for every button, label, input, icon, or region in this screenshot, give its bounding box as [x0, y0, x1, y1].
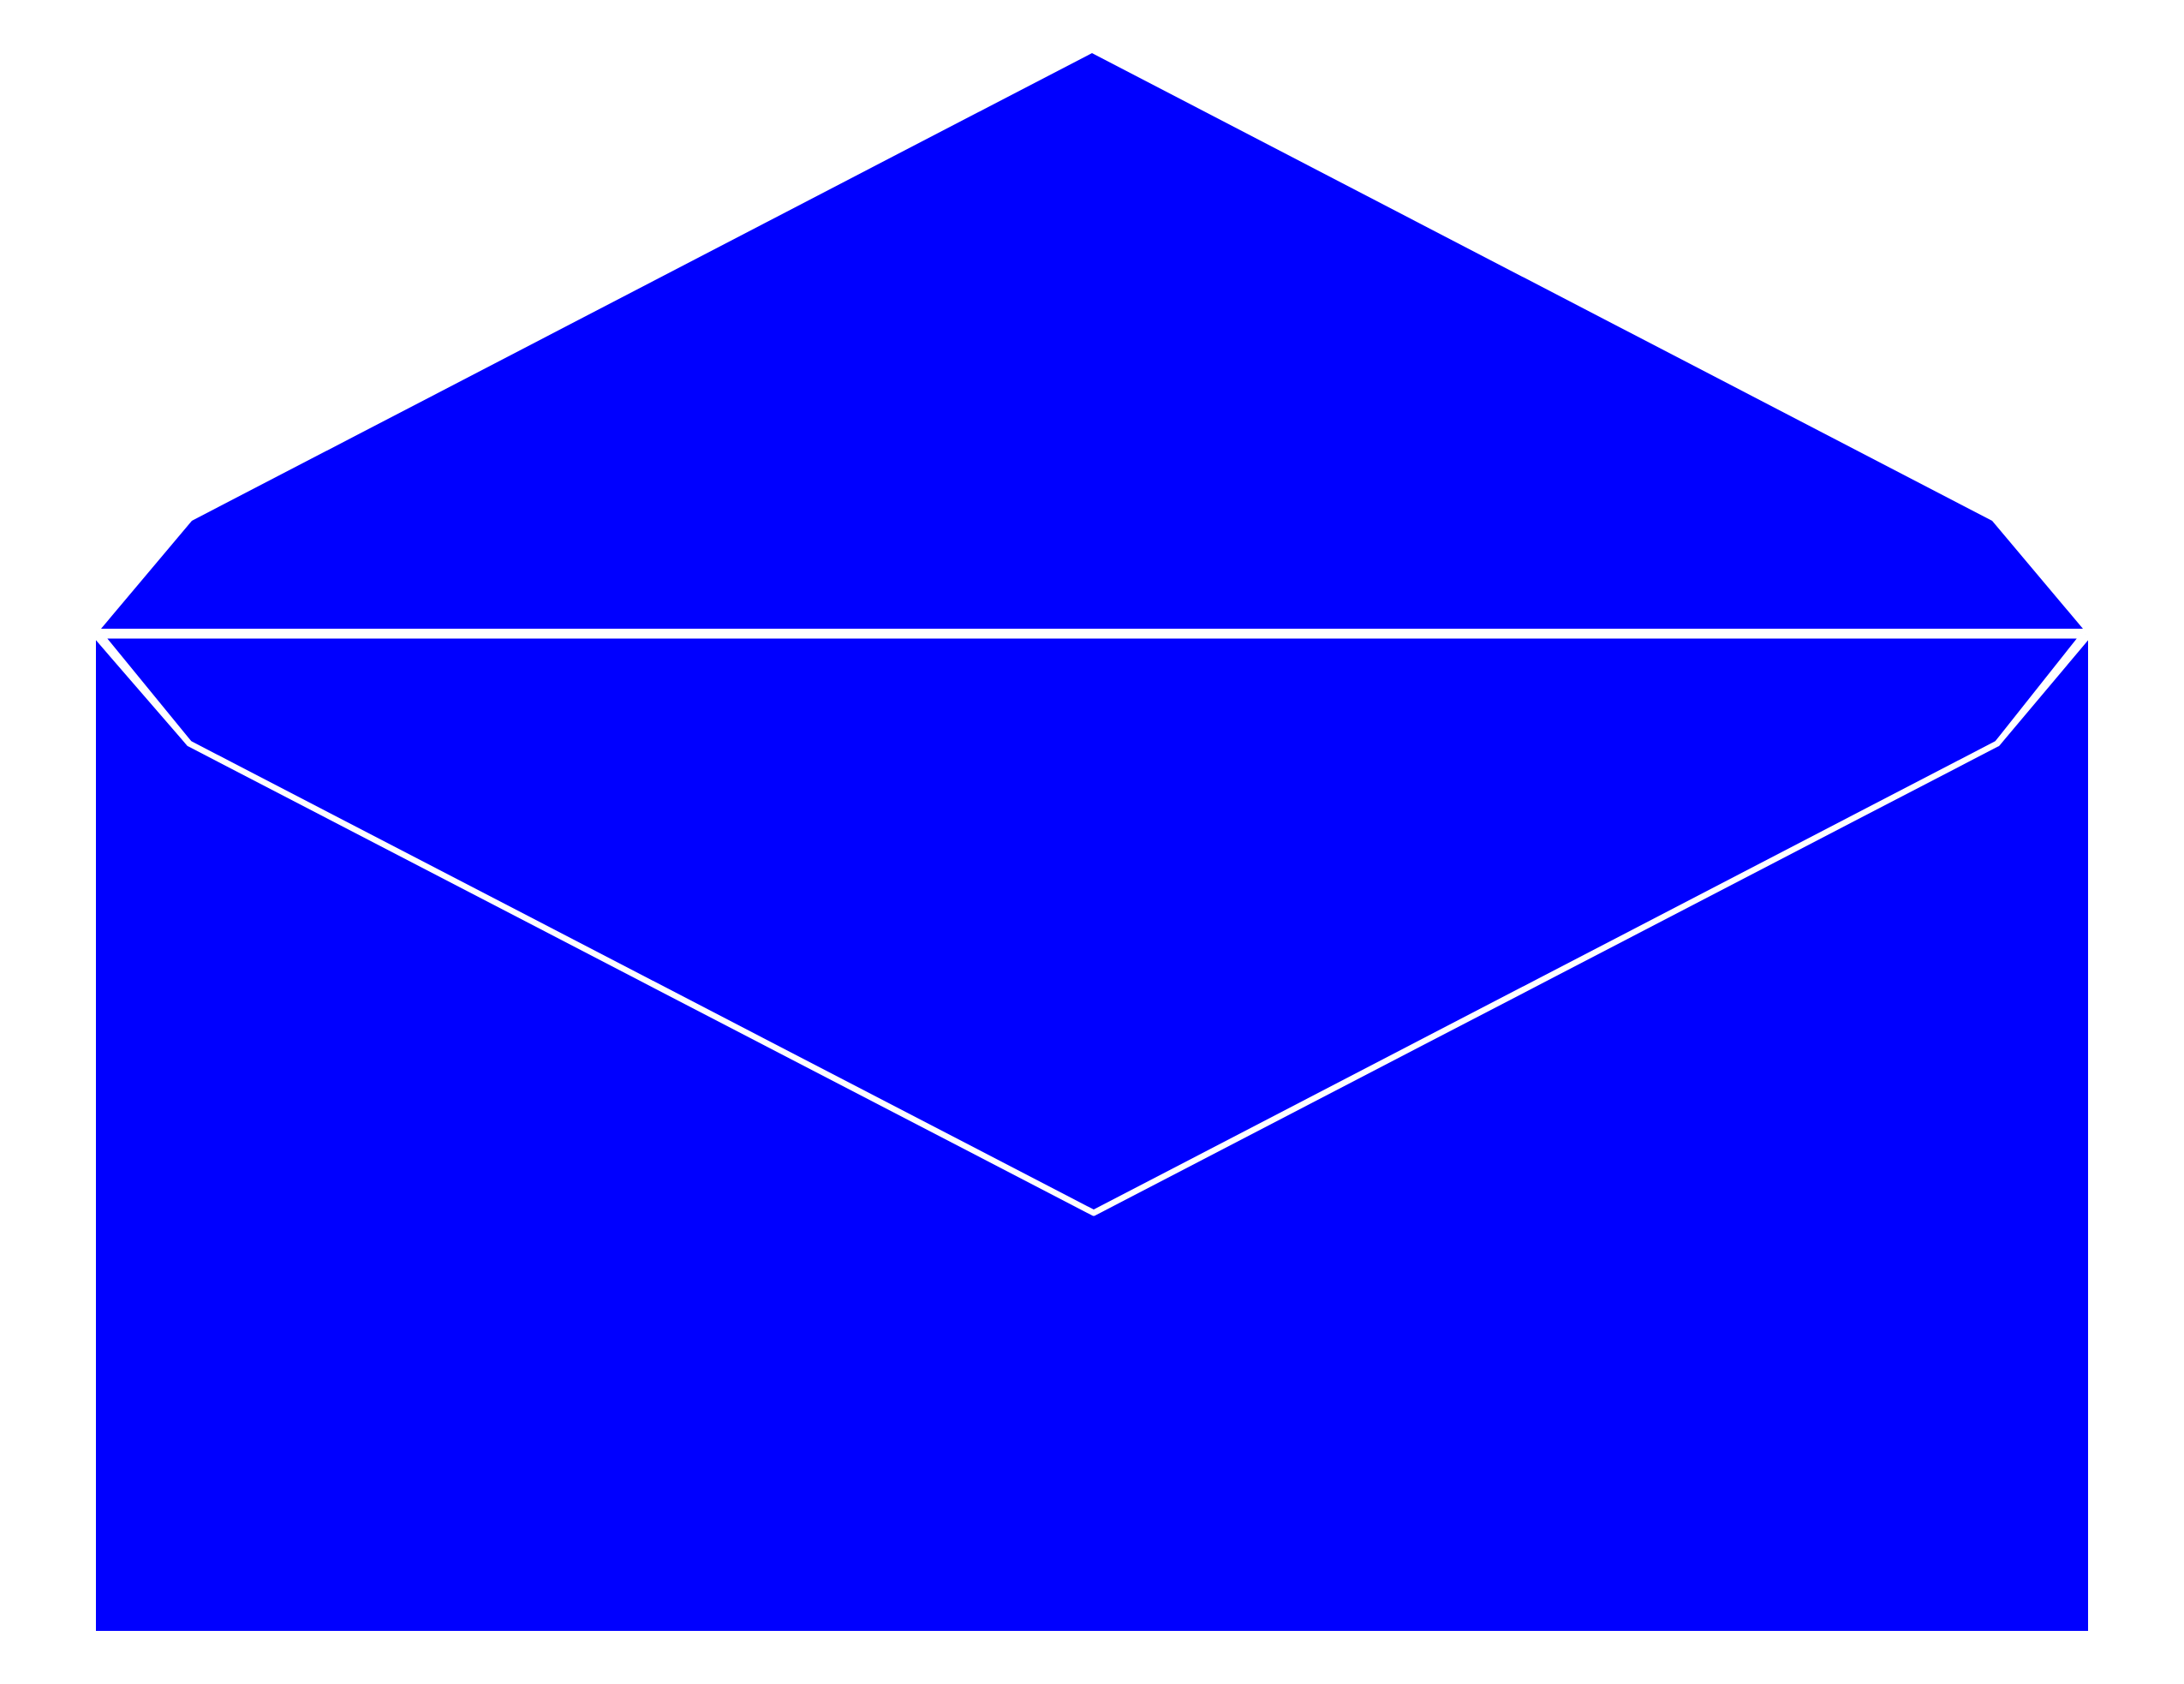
envelope-left-edge: [92, 632, 193, 747]
envelope-flap: [101, 53, 2083, 629]
envelope-right-edge: [1994, 632, 2092, 747]
